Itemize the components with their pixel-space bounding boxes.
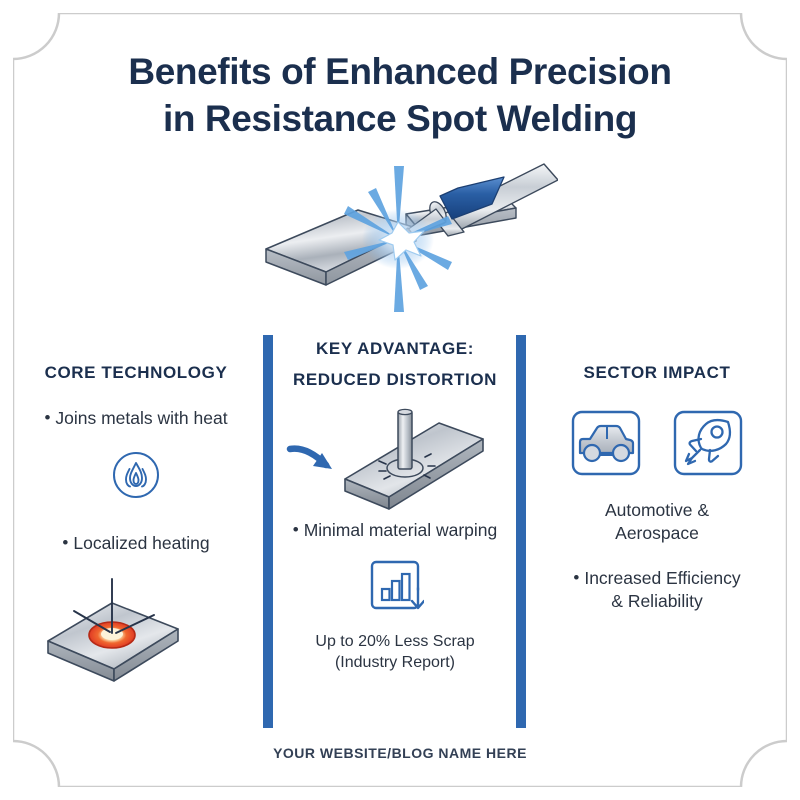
title-line-2: in Resistance Spot Welding xyxy=(162,98,638,140)
column-key-advantage: KEY ADVANTAGE: REDUCED DISTORTION xyxy=(283,330,507,674)
column-heading-sector: SECTOR IMPACT xyxy=(583,363,731,382)
bullet-sector-line-1: •Increased Efficiency xyxy=(542,567,772,590)
bullet-marker: • xyxy=(292,520,299,540)
sector-label-line-1: Automotive & xyxy=(604,499,710,520)
bullet-core-2: •Localized heating xyxy=(16,532,256,555)
sector-label: Automotive & Aerospace xyxy=(532,499,782,545)
bullet-core-1-label: Joins metals with heat xyxy=(55,407,228,428)
title-line-1: Benefits of Enhanced Precision xyxy=(128,51,672,92)
heated-spot-plate-illustration xyxy=(47,578,179,682)
column-core-technology: CORE TECHNOLOGY •Joins metals with heat … xyxy=(16,330,256,693)
bullet-sector-label-1: Increased Efficiency xyxy=(584,567,741,588)
sector-label-line-2: Aerospace xyxy=(615,522,699,543)
divider-bar-right xyxy=(516,335,526,728)
footer-text: YOUR WEBSITE/BLOG NAME HERE xyxy=(273,745,527,761)
bullet-core-2-label: Localized heating xyxy=(73,533,210,554)
column-heading-key-2: REDUCED DISTORTION xyxy=(292,369,498,389)
electrode-on-plate-illustration xyxy=(344,408,484,511)
curved-arrow-icon xyxy=(286,445,332,470)
bullet-marker: • xyxy=(62,533,69,553)
bullet-key-1-label: Minimal material warping xyxy=(303,520,498,541)
footer: YOUR WEBSITE/BLOG NAME HERE xyxy=(0,745,800,763)
car-icon xyxy=(571,410,641,475)
rocket-icon xyxy=(673,410,743,475)
key-caption: Up to 20% Less Scrap (Industry Report) xyxy=(283,631,507,674)
three-column-section: CORE TECHNOLOGY •Joins metals with heat … xyxy=(0,330,800,730)
hero-spark-burst xyxy=(344,166,452,312)
page-title: Benefits of Enhanced Precision in Resist… xyxy=(0,48,800,143)
column-heading-key-1: KEY ADVANTAGE: xyxy=(316,339,474,358)
flame-icon xyxy=(113,452,159,499)
bar-chart-down-arrow-icon xyxy=(370,560,426,610)
column-sector-impact: SECTOR IMPACT xyxy=(532,330,782,612)
chart-icon-container xyxy=(283,556,507,619)
divider-bar-left xyxy=(263,335,273,728)
key-caption-line-2: (Industry Report) xyxy=(334,654,456,672)
bullet-key-1: •Minimal material warping xyxy=(283,519,507,542)
bullet-marker: • xyxy=(44,407,51,427)
spot-welding-torch-illustration xyxy=(265,163,558,312)
bullet-sector-line-2: & Reliability xyxy=(611,590,703,611)
bullet-core-1: •Joins metals with heat xyxy=(16,407,256,430)
column-heading-core: CORE TECHNOLOGY xyxy=(44,363,228,382)
bullet-sector-1: •Increased Efficiency & Reliability xyxy=(532,567,782,613)
key-caption-line-1: Up to 20% Less Scrap xyxy=(315,632,475,650)
flame-icon-container xyxy=(16,445,256,510)
sector-icons-row xyxy=(532,409,782,477)
bullet-marker: • xyxy=(573,567,580,587)
key-illustration-row xyxy=(283,405,507,515)
